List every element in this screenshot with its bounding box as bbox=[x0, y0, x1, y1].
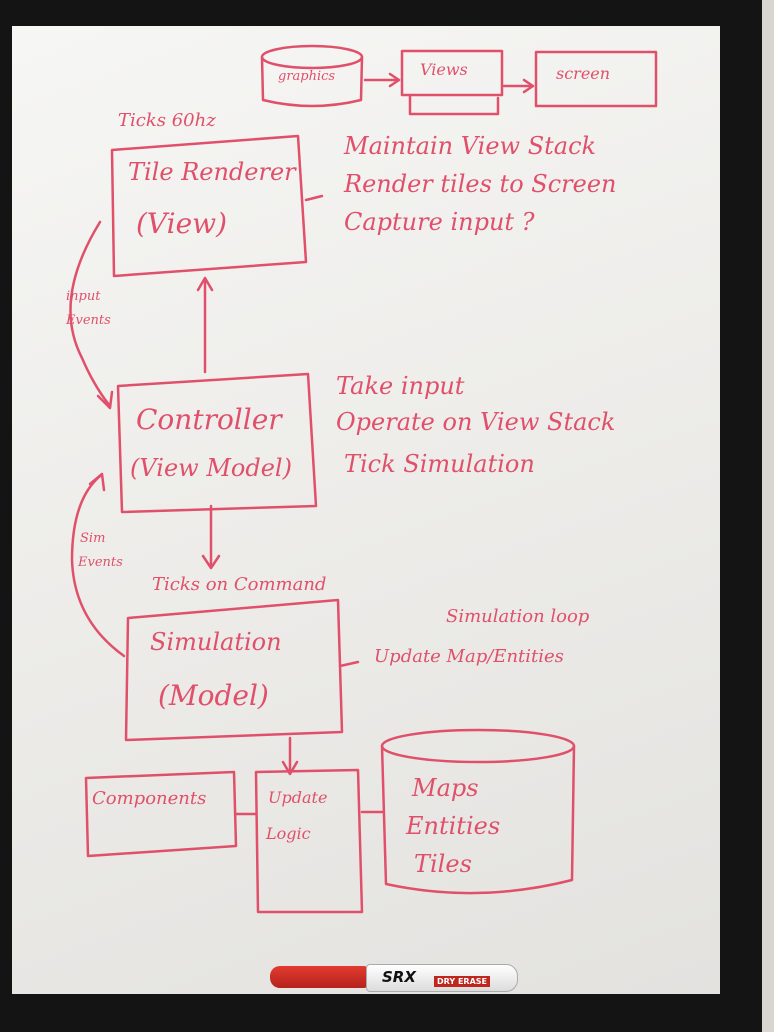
store-item-tiles: Tiles bbox=[414, 850, 472, 878]
simulation-title: Simulation bbox=[150, 628, 282, 656]
arrow-head-graphics-views bbox=[388, 72, 401, 88]
controller-note-2: Operate on View Stack bbox=[336, 408, 616, 436]
components-label: Components bbox=[92, 788, 207, 809]
controller-note-3: Tick Simulation bbox=[344, 450, 535, 478]
store-item-entities: Entities bbox=[406, 812, 501, 840]
simulation-notes-connector bbox=[338, 660, 360, 668]
simulation-subtitle: (Model) bbox=[158, 679, 269, 712]
graphics-cylinder-shape bbox=[260, 44, 364, 108]
controller-box-shape bbox=[116, 372, 318, 514]
update-logic-box-shape bbox=[254, 768, 364, 914]
screen-box-shape bbox=[534, 50, 658, 108]
ticks-60hz-label: Ticks 60hz bbox=[118, 110, 216, 131]
simulation-note-1: Simulation loop bbox=[446, 606, 590, 627]
marker-tag: DRY ERASE bbox=[434, 976, 490, 987]
marker-cap bbox=[270, 966, 368, 988]
update-logic-label-2: Logic bbox=[266, 824, 311, 843]
controller-title: Controller bbox=[136, 403, 282, 436]
ticks-on-command-label: Ticks on Command bbox=[152, 574, 327, 595]
store-cylinder-shape bbox=[380, 728, 576, 895]
input-events-label-1: input bbox=[66, 289, 101, 304]
sim-events-arrow-head bbox=[88, 472, 106, 492]
views-label: Views bbox=[420, 60, 468, 79]
dry-erase-marker[interactable]: SRX DRY ERASE bbox=[270, 962, 520, 992]
controller-note-1: Take input bbox=[336, 372, 465, 400]
arrow-head-views-screen bbox=[522, 78, 535, 94]
marker-brand: SRX bbox=[382, 968, 416, 986]
tile-note-2: Render tiles to Screen bbox=[344, 170, 617, 198]
graphics-label: graphics bbox=[278, 69, 336, 84]
tile-note-3: Capture input ? bbox=[344, 208, 535, 236]
views-box-shape bbox=[400, 49, 504, 97]
input-events-label-2: Events bbox=[66, 313, 111, 328]
input-events-arrow-head bbox=[96, 390, 114, 410]
tile-renderer-title: Tile Renderer bbox=[128, 158, 296, 186]
update-logic-label-1: Update bbox=[268, 788, 328, 807]
input-events-arrow bbox=[69, 220, 112, 408]
simulation-box-shape bbox=[124, 598, 344, 742]
sim-events-arrow bbox=[70, 474, 126, 658]
simulation-note-2: Update Map/Entities bbox=[374, 646, 564, 667]
tile-notes-connector bbox=[304, 194, 324, 202]
tile-renderer-box-shape bbox=[110, 134, 308, 278]
views-stack-shape bbox=[408, 93, 500, 116]
store-item-maps: Maps bbox=[412, 774, 479, 802]
sim-events-label-1: Sim bbox=[80, 531, 106, 546]
tile-renderer-subtitle: (View) bbox=[136, 207, 228, 240]
whiteboard-surface bbox=[12, 26, 720, 994]
controller-subtitle: (View Model) bbox=[130, 454, 292, 482]
sim-events-label-2: Events bbox=[78, 555, 123, 570]
arrow-head-controller-renderer bbox=[196, 276, 214, 292]
screen-label: screen bbox=[556, 64, 611, 83]
components-box-shape bbox=[84, 770, 238, 858]
tile-note-1: Maintain View Stack bbox=[344, 132, 597, 160]
arrow-head-controller-simulation bbox=[201, 554, 221, 570]
arrow-head-simulation-update bbox=[281, 760, 299, 776]
